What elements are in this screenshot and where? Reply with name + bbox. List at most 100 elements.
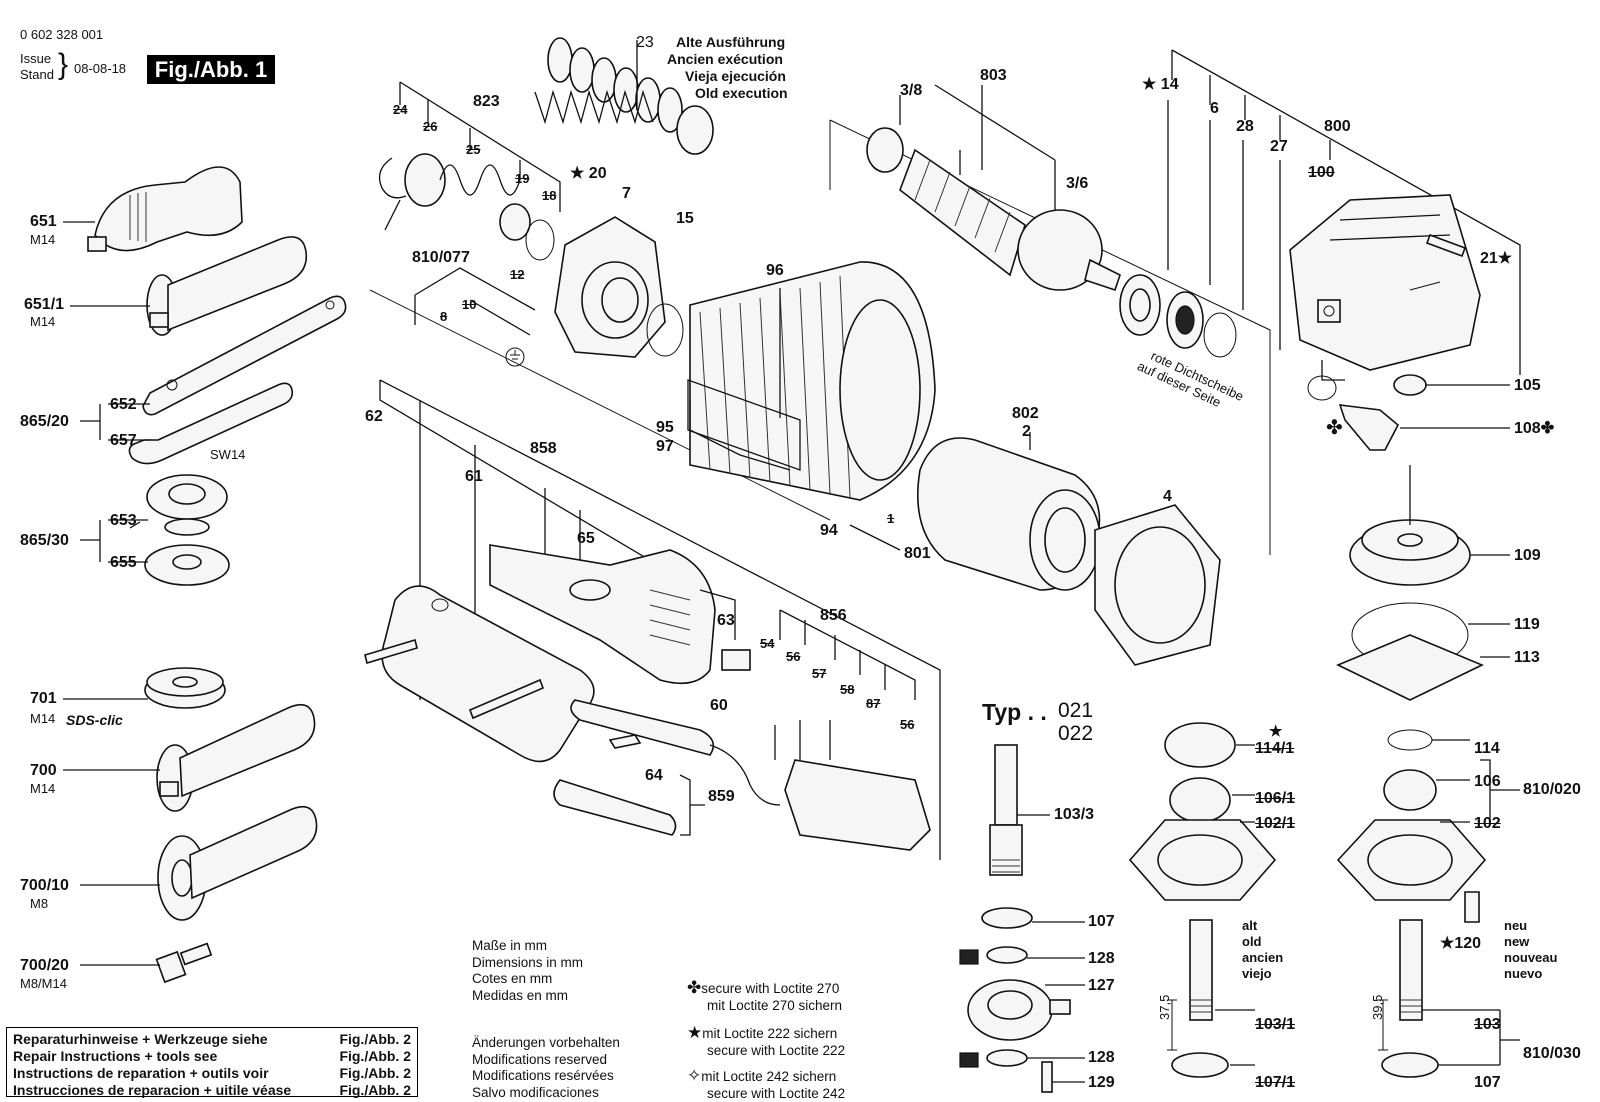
- part-701-label: 701: [30, 690, 57, 707]
- part-94-label: 94: [820, 522, 838, 539]
- part-129-label: 129: [1088, 1074, 1115, 1091]
- part-100-label: 100: [1308, 164, 1335, 181]
- part-58-label: 58: [840, 682, 855, 697]
- stud-700-20: [155, 942, 213, 984]
- loctite-222-line-2: secure with Loctite 222: [707, 1042, 846, 1058]
- loctite-270-marker: ✤: [1326, 417, 1343, 439]
- repair-text-es: Instrucciones de reparacion + uitile véa…: [13, 1082, 292, 1098]
- part-96-label: 96: [766, 262, 784, 279]
- o-ring-15: [646, 303, 684, 357]
- part-803-label: 803: [980, 67, 1007, 84]
- old-execution-line-4: Old execution: [695, 85, 788, 101]
- part-63: [721, 649, 751, 671]
- side-handle-700-10: [157, 805, 318, 921]
- part-7-label: 7: [622, 185, 631, 202]
- earth-symbol: [505, 347, 525, 367]
- screw-62: [364, 638, 418, 665]
- tool-icon-2: [959, 1052, 979, 1068]
- dimension-37-5: 37,5: [1157, 994, 1172, 1020]
- part-26-label: 26: [423, 119, 438, 134]
- old-execution-line-3: Vieja ejecución: [685, 68, 786, 84]
- loctite-222-star: ★: [1269, 723, 1283, 740]
- flange-655: [144, 544, 230, 586]
- part-652-label: 652: [110, 396, 137, 413]
- part-700-label: 700: [30, 762, 57, 779]
- spindle-103-3: [989, 744, 1023, 876]
- part-653-label: 653: [110, 512, 137, 529]
- part-28-label: 28: [1236, 118, 1254, 135]
- bearing-group: [1119, 274, 1237, 358]
- loctite-242-note: ✧mit Loctite 242 sichern secure with Loc…: [687, 1067, 846, 1102]
- wrench-size-sw14: SW14: [210, 447, 246, 462]
- part-700-20-label: 700/20: [20, 957, 69, 974]
- bearing-106: [1383, 769, 1437, 811]
- screw-120: [1464, 891, 1480, 923]
- loctite-222-line-1: mit Loctite 222 sichern: [702, 1026, 838, 1041]
- spring-assembly-823: [378, 153, 555, 261]
- part-127-label: 127: [1088, 977, 1115, 994]
- type-variant-022: 022: [1058, 722, 1094, 745]
- part-657-label: 657: [110, 432, 137, 449]
- loctite-242-line-2: secure with Loctite 242: [707, 1085, 846, 1101]
- part-810-077-label: 810/077: [412, 249, 470, 266]
- flange-127: [967, 979, 1071, 1041]
- loctite-270-note: ✤secure with Loctite 270 mit Loctite 270…: [687, 978, 842, 1014]
- part-24-label: 24: [393, 102, 408, 117]
- flange-102-1: [1128, 819, 1277, 901]
- part-114-1-label: 114/1: [1255, 740, 1295, 757]
- part-865-20-label: 865/20: [20, 413, 69, 430]
- flange-102: [1336, 819, 1487, 901]
- part-103-1-label: 103/1: [1255, 1016, 1296, 1033]
- part-120-label: ★120: [1440, 935, 1482, 952]
- part-56a-label: 56: [786, 649, 801, 664]
- screw-21: [1425, 233, 1467, 258]
- stator-96: [689, 261, 936, 501]
- part-106-label: 106: [1474, 773, 1501, 790]
- part-3-8-label: 3/8: [900, 82, 923, 99]
- repair-row: Instructions de reparation + outils voir…: [13, 1065, 411, 1082]
- nut-701: [144, 667, 226, 709]
- cable-60: [570, 699, 781, 806]
- loctite-270-icon: ✤: [687, 978, 702, 997]
- plate-113: [1336, 634, 1484, 701]
- type-variant-021: 021: [1058, 699, 1094, 722]
- wrench-657: [128, 382, 294, 465]
- clamp: [608, 734, 642, 749]
- part-119-label: 119: [1514, 616, 1540, 633]
- washer-128: [986, 946, 1028, 964]
- rear-handle-62: [381, 585, 595, 763]
- part-2-label: 2: [1022, 423, 1031, 440]
- sleeve-64: [553, 779, 677, 836]
- part-3-6-label: 3/6: [1066, 175, 1089, 192]
- issue-brace: }: [58, 48, 69, 81]
- pinion-108: [1338, 404, 1400, 451]
- part-128a-label: 128: [1088, 950, 1115, 967]
- measure-line-3: Cotes en mm: [472, 971, 553, 986]
- part-865-30-label: 865/30: [20, 532, 69, 549]
- old-line-3: ancien: [1242, 950, 1284, 965]
- part-823-label: 823: [473, 93, 500, 110]
- gear-housing-7: [554, 216, 666, 358]
- part-858-label: 858: [530, 440, 557, 457]
- nut-107-1: [1171, 1052, 1229, 1078]
- sds-clic-label: SDS-clic: [66, 712, 123, 728]
- part-102-label: 102: [1474, 815, 1501, 832]
- part-12-label: 12: [510, 267, 525, 282]
- measure-line-2: Dimensions in mm: [472, 954, 584, 970]
- field-802: [917, 437, 1101, 591]
- old-execution-line-1: Alte Ausführung: [676, 34, 786, 50]
- part-23-label: 23: [636, 34, 654, 51]
- repair-text-de: Reparaturhinweise + Werkzeuge siehe: [13, 1031, 268, 1047]
- switch-assembly-856: [774, 720, 931, 851]
- old-version-note: alt old ancien viejo: [1242, 918, 1283, 982]
- part-856-label: 856: [820, 607, 847, 624]
- part-64-label: 64: [645, 767, 663, 784]
- part-60-label: 60: [710, 697, 728, 714]
- part-655-label: 655: [110, 554, 137, 571]
- ring-114-1: [1164, 722, 1236, 768]
- changes-line-4: Salvo modificaciones: [472, 1084, 599, 1100]
- repair-text-fr: Instructions de reparation + outils voir: [13, 1065, 269, 1081]
